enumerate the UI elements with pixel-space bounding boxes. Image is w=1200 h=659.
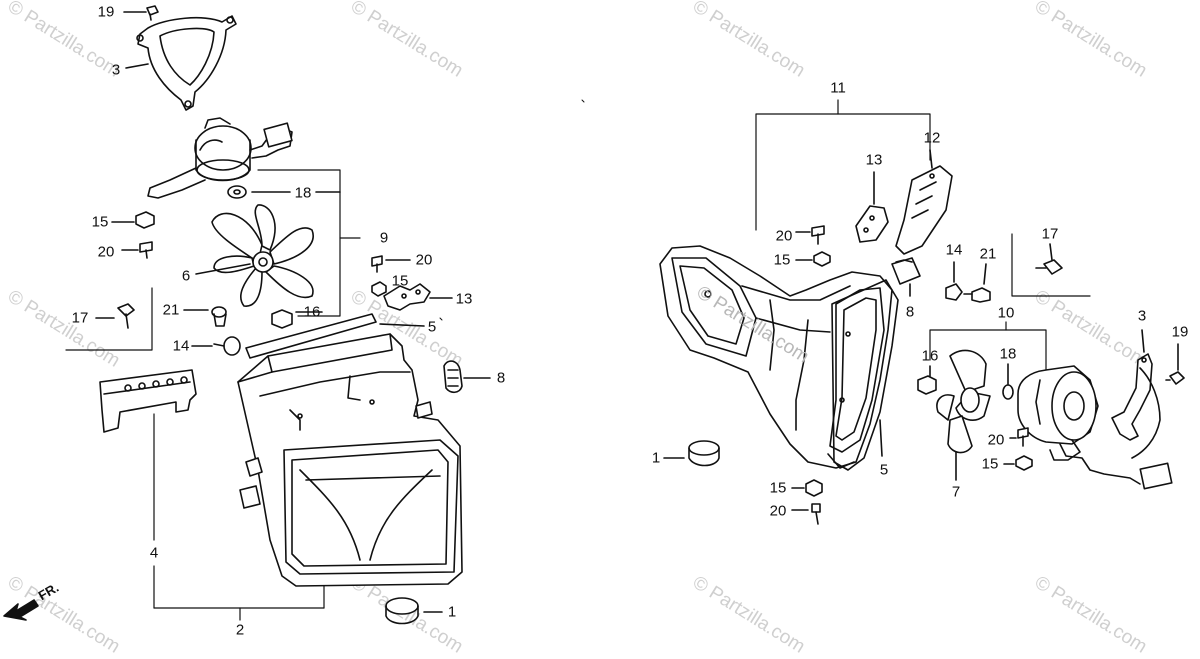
nut-15-right-mid [1003,455,1033,471]
callout-5: 5 [427,318,437,336]
nut-15-left [111,211,155,229]
callout-5: 5 [879,461,889,479]
group-line-9 [257,169,341,317]
grommet-21-left [183,306,227,327]
callout-8: 8 [496,369,506,387]
callout-7: 7 [951,483,961,501]
nut-16-right [917,365,937,395]
callout-11: 11 [830,79,846,97]
callout-15: 15 [91,213,109,231]
callout-19: 19 [97,3,115,21]
callout-8: 8 [905,303,915,321]
clip-13-left [371,281,453,311]
callout-9: 9 [379,229,389,247]
bolt-19-left [123,5,159,21]
bracket-3-right [1111,329,1161,459]
callout-6: 6 [181,267,191,285]
screw-20-left [121,241,153,259]
screw-20-right-bottom [791,503,821,525]
callout-14: 14 [945,241,963,259]
callout-20: 20 [987,431,1005,449]
group-line-11 [755,113,931,231]
callout-15: 15 [391,272,409,290]
front-arrow-icon [3,599,39,621]
callout-14: 14 [172,337,190,355]
screw-20-right-top [795,225,825,245]
callout-17: 17 [71,309,89,327]
callout-13: 13 [865,151,883,169]
nut-15-right-bottom [791,479,823,497]
callout-16: 16 [303,303,321,321]
rubber-mount-1-left [385,597,443,625]
callout-17: 17 [1041,225,1059,243]
callout-18: 18 [999,345,1017,363]
callout-19: 19 [1171,323,1189,341]
screw-20-mid [371,255,411,273]
screw-20-right-mid [1009,427,1029,447]
bolt-17-right [1011,233,1091,297]
callout-18: 18 [294,184,312,202]
bolt-19-right [1165,343,1185,385]
clip-8-right [891,257,921,297]
callout-20: 20 [415,251,433,269]
callout-1: 1 [651,449,661,467]
bolt-17-left [65,287,153,351]
clip-8-left [443,360,491,394]
seal-strip-5 [245,313,425,359]
callout-16: 16 [921,347,939,365]
fan-blade-6 [195,204,314,307]
fan-motor-right [1017,365,1173,490]
bracket-3-left [125,15,237,111]
seal-strip-5-right [831,279,899,471]
callout-15: 15 [981,455,999,473]
shroud-housing-right [659,245,893,469]
callout-1: 1 [447,603,457,621]
shroud-housing-2-left [153,333,463,621]
callout-21: 21 [162,301,180,319]
callout-12: 12 [923,129,941,147]
callout-2: 2 [235,621,245,639]
bracket-4-left [99,369,197,609]
callout-20: 20 [769,502,787,520]
callout-3: 3 [1137,307,1147,325]
group-line-10 [929,329,1047,381]
callout-15: 15 [773,251,791,269]
nut-16-left [271,309,323,329]
callout-4: 4 [149,544,159,562]
callout-21: 21 [979,245,997,263]
fan-motor-left [147,117,293,199]
washer-18-right [1002,363,1014,400]
callout-3: 3 [111,61,121,79]
washer-18-left [227,185,341,199]
clip-13-right [855,171,889,243]
nut-15-right-top [795,251,831,267]
callout-10: 10 [997,304,1015,322]
fan-blade-7 [936,349,991,481]
callout-13: 13 [455,290,473,308]
callout-20: 20 [97,243,115,261]
cap-14-left [191,336,241,356]
cap-14-right [945,261,963,301]
grommet-21-right [963,263,991,303]
plate-12-right [895,149,953,255]
callout-15: 15 [769,479,787,497]
callout-20: 20 [775,227,793,245]
rubber-mount-1-right [663,440,720,467]
